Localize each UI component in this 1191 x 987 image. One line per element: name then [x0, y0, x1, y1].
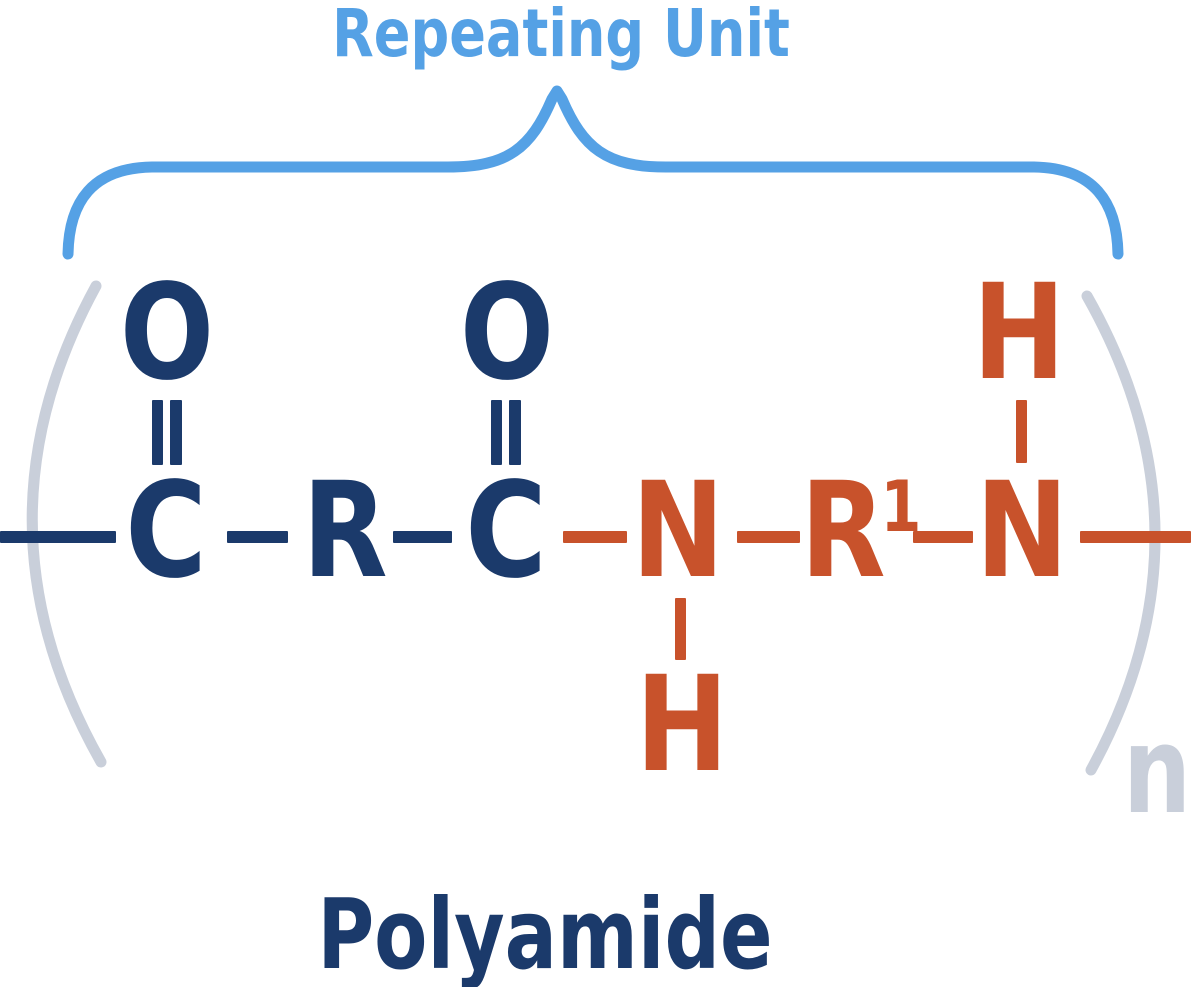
atom-carbon-right: C [465, 454, 547, 609]
bond-right-terminal [1080, 531, 1191, 543]
bond-n-left-h [675, 598, 686, 660]
bond-c-left-r [227, 531, 288, 543]
bond-left-terminal [0, 531, 116, 543]
atom-hydrogen-bottom: H [635, 648, 729, 803]
atom-hydrogen-top: H [972, 256, 1066, 411]
repeating-unit-brace [62, 85, 1124, 260]
double-bond-right-stroke-1 [491, 400, 502, 465]
double-bond-left-stroke-2 [170, 400, 182, 465]
atom-r1-group: R [800, 454, 886, 609]
bond-n-left-r1 [737, 531, 800, 543]
atom-nitrogen-left: N [631, 454, 725, 609]
atom-r-group: R [302, 454, 388, 609]
repeating-unit-label: Repeating Unit [332, 0, 790, 72]
repeat-subscript-n: n [1122, 702, 1191, 841]
bond-r-c-right [393, 531, 452, 543]
bond-c-right-n-left [563, 531, 627, 543]
atom-carbon-left: C [125, 454, 207, 609]
atom-oxygen-right: O [459, 256, 555, 411]
double-bond-left-stroke-1 [152, 400, 163, 465]
atom-nitrogen-right: N [975, 454, 1069, 609]
bond-n-right-h [1016, 400, 1027, 463]
double-bond-right-stroke-2 [509, 400, 521, 465]
compound-name-label: Polyamide [317, 877, 773, 987]
left-parenthesis [26, 280, 107, 768]
atom-oxygen-left: O [119, 256, 215, 411]
atom-r1-superscript: 1 [880, 466, 922, 548]
bond-r1-n-right [913, 531, 973, 543]
